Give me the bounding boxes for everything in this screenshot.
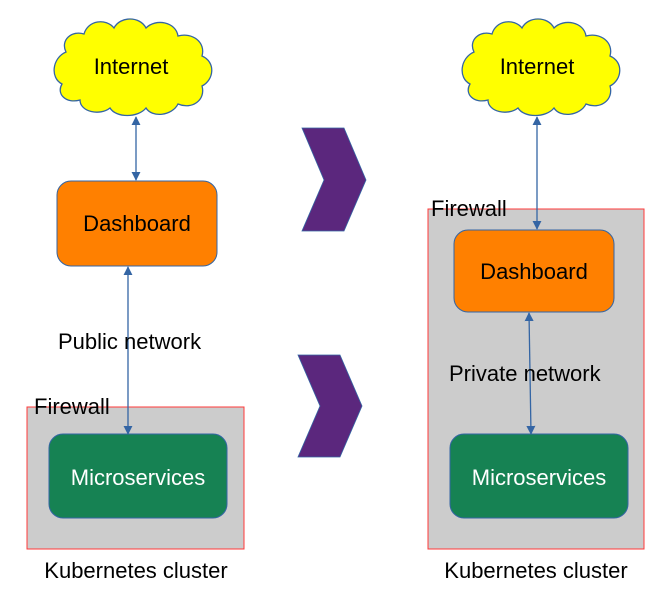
left-dashboard-box — [56, 180, 218, 267]
transition-chevron-bottom — [297, 354, 363, 458]
right-network-label: Private network — [449, 361, 601, 386]
right-firewall-label: Firewall — [431, 196, 507, 221]
left-microservices-label: Microservices — [70, 465, 206, 490]
right-internet-cloud — [461, 18, 621, 117]
left-internet-label: Internet — [93, 54, 169, 79]
left-firewall-label: Firewall — [34, 394, 110, 419]
right-cluster-label: Kubernetes cluster — [444, 558, 628, 583]
left-microservices-box — [48, 433, 228, 519]
right-dashboard-label: Dashboard — [480, 259, 588, 284]
right-dashboard-box — [453, 229, 615, 313]
left-cluster-label: Kubernetes cluster — [44, 558, 228, 583]
left-dashboard-label: Dashboard — [83, 211, 191, 236]
transition-chevron-top — [301, 127, 367, 232]
right-internet-label: Internet — [499, 54, 575, 79]
left-internet-cloud — [53, 18, 213, 117]
left-network-label: Public network — [58, 329, 202, 354]
right-microservices-box — [449, 433, 629, 519]
right-dashboard-microservices-arrow — [524, 312, 536, 435]
right-microservices-label: Microservices — [471, 465, 607, 490]
